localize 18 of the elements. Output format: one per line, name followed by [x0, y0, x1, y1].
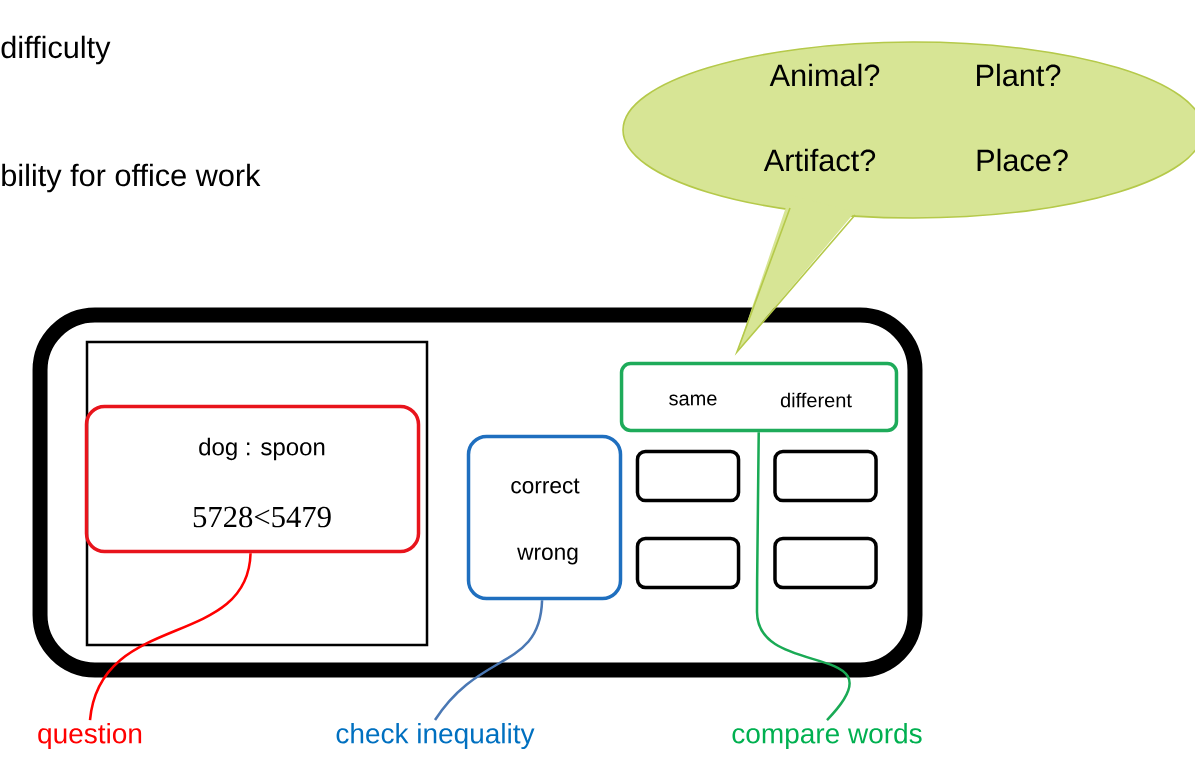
connector-line — [755, 432, 851, 721]
heading-text: bility for office work — [2, 163, 261, 193]
rounded-box — [635, 536, 741, 590]
rounded-box — [635, 449, 741, 503]
screen-rectangle — [85, 340, 429, 647]
heading-text: difficulty — [1, 35, 111, 65]
connector-line — [88, 553, 252, 721]
rounded-box — [773, 536, 878, 590]
rounded-box: same different — [619, 361, 899, 433]
caption-text: compare words — [732, 722, 922, 750]
rounded-box: dog : spoon 5728<5479 — [84, 404, 421, 554]
speech-bubble: Animal? Plant? Artifact? Place? — [622, 41, 1195, 356]
caption-text: check inequality — [336, 722, 535, 750]
connector-line — [434, 600, 544, 721]
rounded-box — [773, 449, 878, 503]
device-frame — [32, 307, 923, 678]
rounded-box: correct wrong — [466, 434, 623, 601]
caption-text: question — [38, 722, 142, 750]
